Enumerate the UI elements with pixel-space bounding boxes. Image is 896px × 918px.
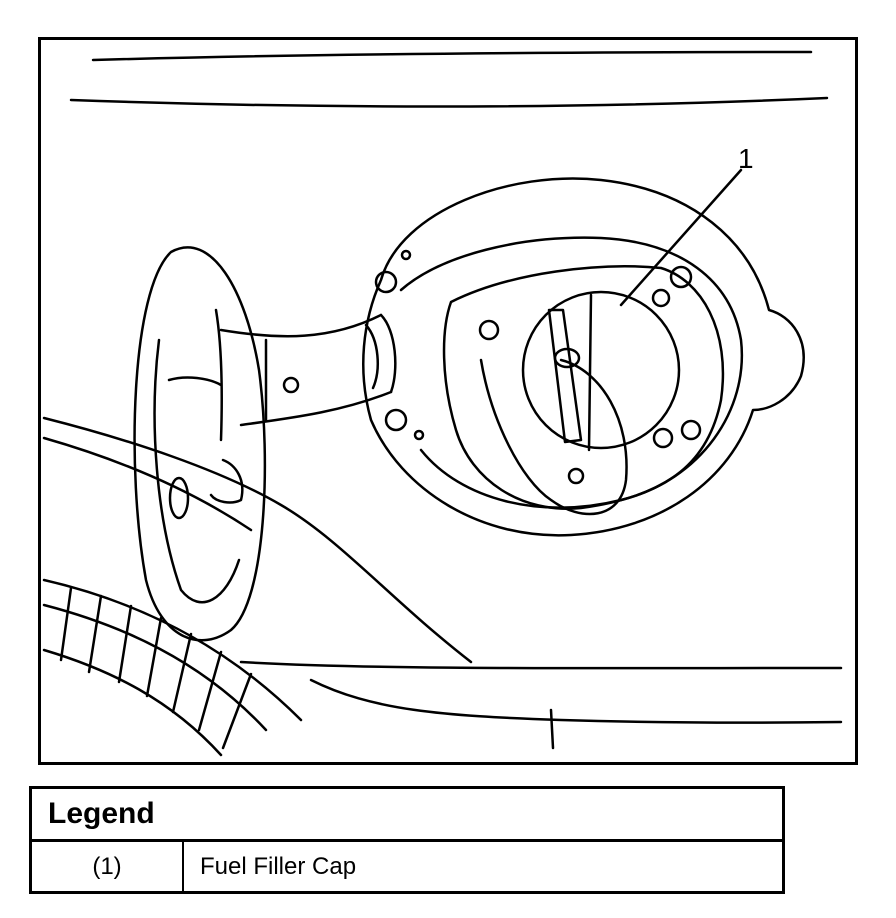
body-panel-lower — [42, 416, 473, 664]
body-panel-line-top — [91, 50, 813, 62]
legend-item-id: (1) — [32, 842, 184, 891]
rocker-line-2 — [309, 678, 843, 724]
housing-bolt-bl — [384, 408, 408, 432]
legend-item-description: Fuel Filler Cap — [200, 852, 357, 880]
housing-bolt-tl — [374, 270, 398, 294]
tire-arc-outer — [42, 578, 303, 722]
panel-gap — [549, 708, 555, 750]
tire-arc-inner — [42, 648, 223, 757]
hinge-arm-top — [219, 313, 383, 338]
fuel-door-inner — [153, 338, 241, 604]
fuel-door-dimple — [168, 476, 190, 520]
callout-leader-1 — [619, 168, 743, 307]
cap-tether — [479, 358, 628, 516]
cap-handle — [547, 308, 583, 444]
line-drawing: 1 — [42, 50, 843, 757]
hinge-arm-bottom — [239, 390, 393, 427]
legend-row: (1) Fuel Filler Cap — [32, 842, 782, 891]
fuel-door — [133, 246, 267, 642]
fuel-filler-cap — [521, 290, 681, 450]
fuel-filler-illustration: 1 — [38, 37, 858, 765]
body-panel-lower-2 — [42, 436, 253, 532]
body-panel-line-upper — [69, 96, 829, 108]
housing-outline — [362, 177, 805, 537]
cap-mount-plate — [442, 265, 725, 510]
rocker-line — [239, 660, 843, 670]
callout-1: 1 — [738, 143, 754, 174]
tire-arc-mid — [42, 603, 268, 732]
legend-table: Legend (1) Fuel Filler Cap — [29, 786, 785, 894]
legend-title: Legend — [32, 789, 782, 842]
hinge-rivet — [282, 376, 300, 394]
